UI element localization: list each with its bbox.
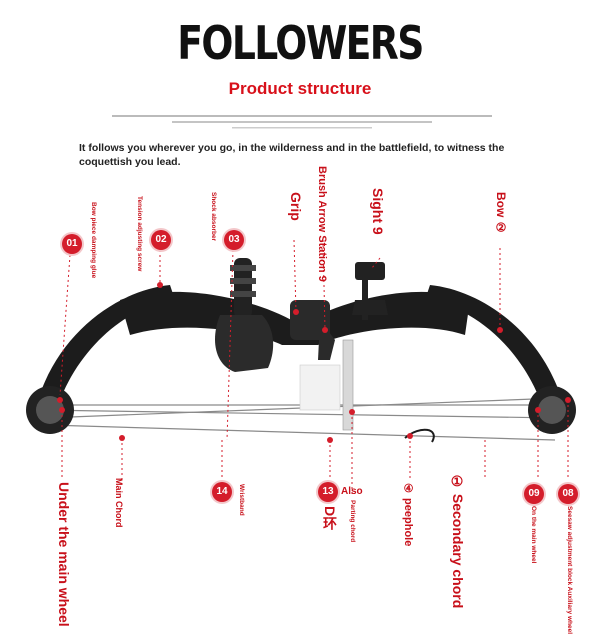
callout-badge-13: 13 [318, 482, 338, 502]
label-bow-piece-damping-glue: Bow piece damping glue [90, 202, 97, 279]
callout-badge-08: 08 [558, 484, 578, 504]
label-brush-arrow-station: Brush Arrow Station 9 [316, 166, 328, 282]
shock-absorber [230, 258, 256, 318]
callout-badge-01: 01 [62, 234, 82, 254]
label-d-ring: D环 [322, 506, 338, 531]
label-grip: Grip [288, 192, 304, 221]
compound-bow-illustration [26, 239, 576, 495]
label-wristband: Wristband [238, 484, 245, 516]
label-parting-chord: Parting chord [349, 500, 356, 543]
callout-badge-02: 02 [151, 230, 171, 250]
bow-riser [290, 300, 335, 360]
tagline: It follows you wherever you go, in the w… [79, 142, 505, 168]
section-title: Product structure [228, 79, 372, 98]
sight [352, 262, 388, 320]
label-secondary-chord: ① Secondary chord [450, 474, 466, 609]
label-seesaw-adjustment-block: Seesaw adjustment block Auxiliary wheel [566, 506, 573, 634]
label-main-chord: Main Chord [114, 478, 124, 528]
label-tension-adjusting-screw: Tension adjusting screw [136, 196, 143, 272]
label-peephole: ④ peephole [402, 482, 414, 547]
leader-dots [57, 282, 571, 443]
label-under-main-wheel: Under the main wheel [56, 482, 72, 627]
label-also: Also [341, 486, 363, 497]
arrow-rest [299, 339, 354, 431]
label-on-main-wheel: On the main wheel [530, 506, 537, 564]
callout-badge-09: 09 [524, 484, 544, 504]
brand-title: FOLLOWERS [177, 16, 424, 70]
leader-lines [59, 239, 569, 495]
label-bow: Bow ② [494, 192, 508, 235]
label-sight: Sight 9 [370, 188, 386, 235]
callout-badge-14: 14 [212, 482, 232, 502]
fine-print-decoration [112, 115, 492, 129]
wristband [215, 315, 274, 372]
label-shock-absorber: Shock absorber [210, 192, 217, 242]
callout-badge-03: 03 [224, 230, 244, 250]
